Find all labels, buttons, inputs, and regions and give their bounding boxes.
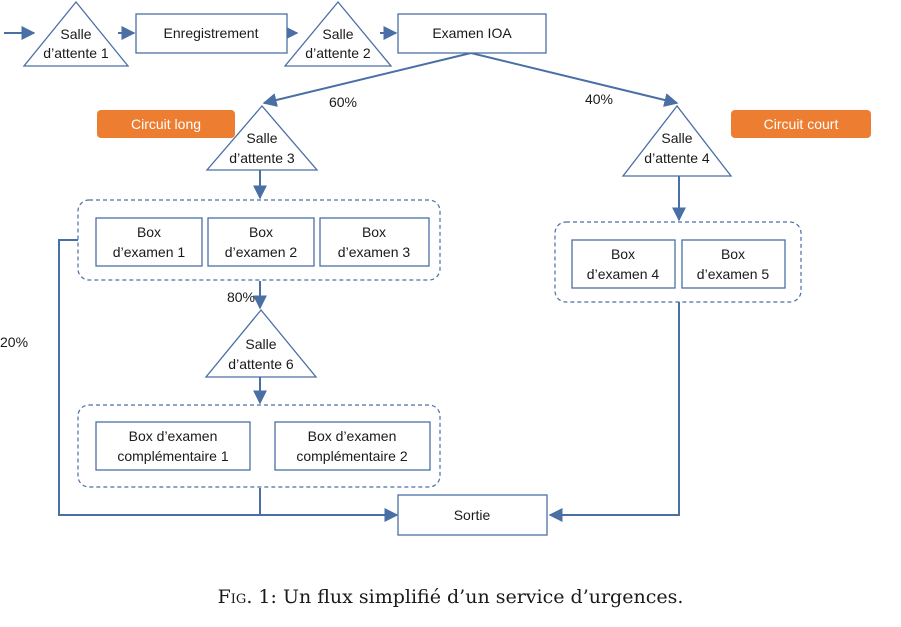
salle-attente-4-label-1: Salle — [661, 130, 692, 146]
box-examen-5-label-2: d’examen 5 — [697, 266, 770, 282]
salle-attente-1-label-2: d’attente 1 — [43, 45, 109, 61]
flow-arrow-boxes-sortie-20 — [58, 239, 399, 522]
salle-attente-2-label-1: Salle — [322, 26, 353, 42]
pct-circuit-long: 60% — [329, 94, 357, 110]
pct-sortie-directe: 20% — [0, 334, 28, 350]
box-examen-4-label-1: Box — [611, 246, 635, 262]
examen-ioa-box — [397, 13, 547, 54]
figure-caption-text: Un flux simplifié d’un service d’urgence… — [282, 586, 684, 608]
box-examen-2-label-1: Box — [249, 224, 273, 240]
flow-arrow-ioa-salle3 — [262, 52, 472, 107]
box-examen-4 — [571, 239, 676, 289]
circuit-long-label: Circuit long — [131, 116, 201, 132]
salle-attente-2-label-2: d’attente 2 — [305, 45, 371, 61]
box-examen-1 — [95, 217, 203, 267]
enregistrement-label: Enregistrement — [164, 25, 259, 41]
salle-attente-6-label-2: d’attente 6 — [228, 356, 294, 372]
box-complementaire-1-label-1: Box d’examen — [129, 428, 218, 444]
box-examen-5 — [681, 239, 786, 289]
enregistrement-box — [135, 13, 288, 54]
circuit-court-label: Circuit court — [764, 116, 839, 132]
box-examen-complementaire-2 — [274, 421, 431, 471]
examen-ioa-label: Examen IOA — [432, 25, 512, 41]
box-examen-3-label-2: d’examen 3 — [338, 244, 411, 260]
salle-attente-4-label-2: d’attente 4 — [644, 150, 710, 166]
box-complementaire-1-label-2: complémentaire 1 — [117, 448, 228, 464]
pct-salle-6: 80% — [227, 289, 255, 305]
salle-attente-6-label-1: Salle — [245, 336, 276, 352]
salle-attente-6-triangle — [204, 308, 318, 378]
salle-attente-2-triangle — [283, 0, 393, 67]
box-examen-2-label-2: d’examen 2 — [225, 244, 298, 260]
box-examen-1-label-1: Box — [137, 224, 161, 240]
box-examen-3-label-1: Box — [362, 224, 386, 240]
figure-number: Fig. 1: — [217, 586, 277, 608]
box-examen-complementaire-1 — [95, 421, 251, 471]
figure-caption: Fig. 1: Un flux simplifié d’un service d… — [0, 586, 901, 608]
circuit-long-tag — [97, 110, 235, 138]
pct-circuit-court: 40% — [585, 91, 613, 107]
salle-attente-3-label-2: d’attente 3 — [229, 150, 295, 166]
salle-attente-1-triangle — [22, 0, 130, 67]
box-examen-4-label-2: d’examen 4 — [587, 266, 660, 282]
circuit-court-tag — [731, 110, 871, 138]
box-examen-2 — [207, 217, 315, 267]
box-group-complementaire — [77, 404, 441, 488]
box-examen-1-label-2: d’examen 1 — [113, 244, 186, 260]
box-examen-3 — [319, 217, 430, 267]
flow-diagram: Salle d’attente 1 Enregistrement Salle d… — [0, 0, 871, 536]
salle-attente-3-triangle — [205, 105, 319, 171]
salle-attente-4-triangle — [621, 104, 733, 177]
salle-attente-1-label-1: Salle — [60, 26, 91, 42]
sortie-box — [397, 494, 548, 536]
box-complementaire-2-label-2: complémentaire 2 — [296, 448, 407, 464]
salle-attente-3-label-1: Salle — [246, 130, 277, 146]
box-group-long — [77, 199, 441, 281]
box-complementaire-2-label-1: Box d’examen — [308, 428, 397, 444]
flow-arrow-court-sortie — [548, 302, 680, 522]
flow-arrow-ioa-salle4 — [470, 52, 679, 107]
box-examen-5-label-1: Box — [721, 246, 745, 262]
sortie-label: Sortie — [454, 507, 491, 523]
